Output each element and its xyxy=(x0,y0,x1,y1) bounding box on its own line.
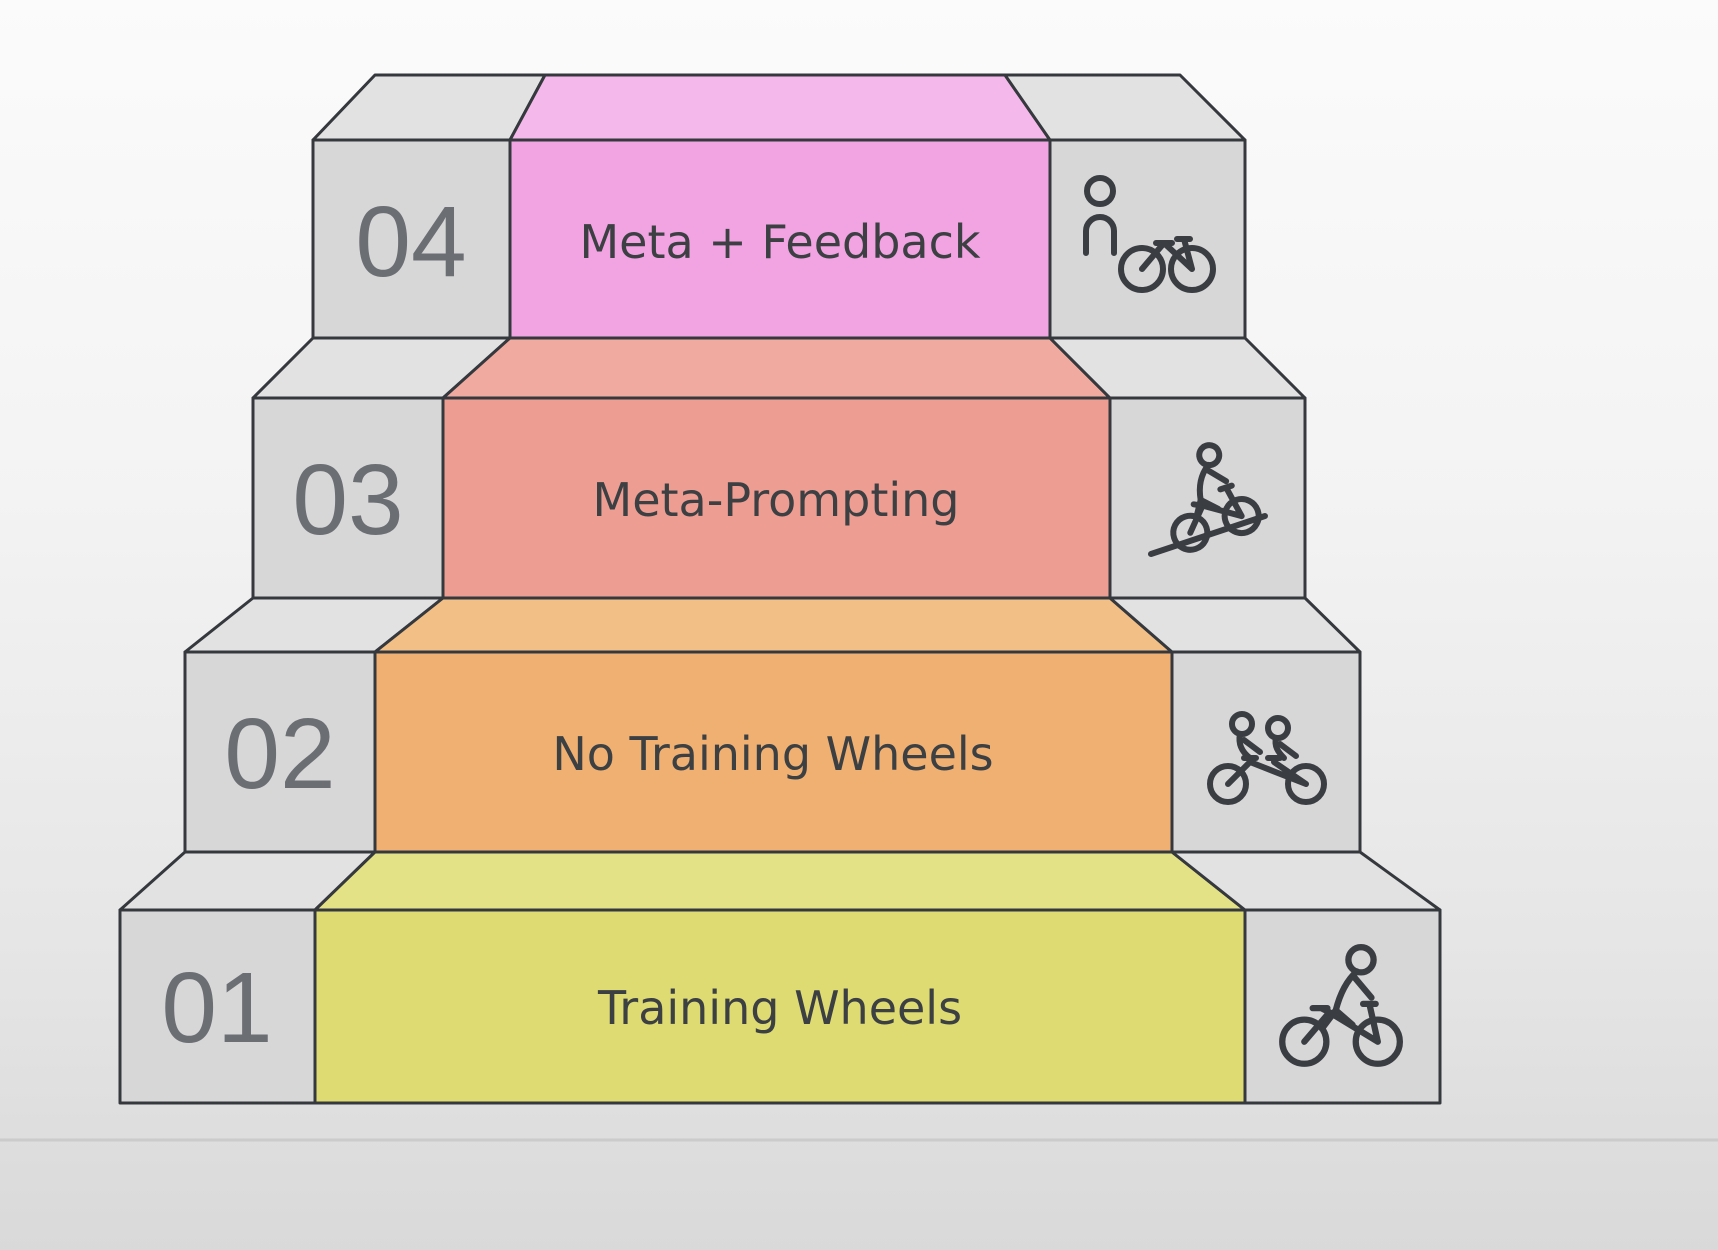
cyclist-riding-uphill-icon xyxy=(1148,442,1268,557)
step-02-top-face-center xyxy=(373,596,1174,654)
step-04-label-band xyxy=(508,138,1052,340)
step-03-top-face-center xyxy=(441,336,1112,400)
level-03-number: 03 xyxy=(292,444,403,556)
step-04-top-face-left xyxy=(311,73,547,142)
step-04: 04 Meta + Feedback xyxy=(311,73,1247,340)
level-03-label: Meta-Prompting xyxy=(593,473,960,527)
level-02-label: No Training Wheels xyxy=(552,727,993,781)
step-03-label-band xyxy=(441,396,1112,600)
step-02: 02 No Training Wheels xyxy=(183,596,1362,854)
tandem-cyclists-icon xyxy=(1207,711,1327,805)
level-01-label: Training Wheels xyxy=(597,981,962,1035)
step-04-icon-block xyxy=(1048,138,1247,340)
step-01-top-face-center xyxy=(313,850,1247,912)
person-standing-with-bike-icon xyxy=(1083,175,1216,293)
level-01-number: 01 xyxy=(161,952,272,1064)
step-03-number-block xyxy=(251,396,445,600)
cyclist-on-bike-icon xyxy=(1279,944,1403,1067)
step-01-number-block xyxy=(118,908,317,1105)
level-04-number: 04 xyxy=(355,186,466,298)
step-04-number-block xyxy=(311,138,512,340)
step-03-icon-block xyxy=(1108,396,1307,600)
step-01-label-band xyxy=(313,908,1247,1105)
step-01: 01 Training Wheels xyxy=(118,850,1442,1105)
step-02-icon-block xyxy=(1170,650,1362,854)
level-04-label: Meta + Feedback xyxy=(579,215,980,269)
level-02-number: 02 xyxy=(224,698,335,810)
step-04-top-face-center xyxy=(508,73,1052,142)
step-01-icon-block xyxy=(1243,908,1442,1105)
step-03: 03 Meta-Prompting xyxy=(251,336,1307,600)
